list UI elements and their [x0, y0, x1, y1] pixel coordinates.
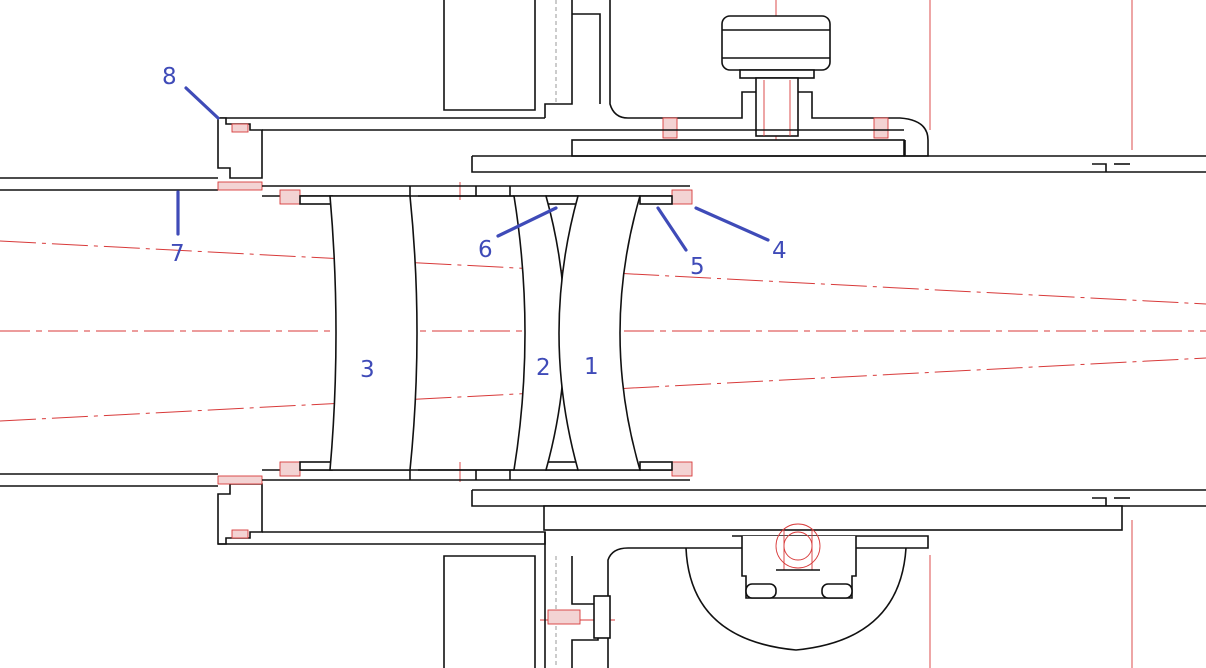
- lens-1: [558, 195, 642, 471]
- leader-4: [694, 206, 770, 242]
- lower-mount: [218, 505, 1123, 668]
- callout-4: 4: [772, 238, 787, 264]
- left-flange-bottom: [217, 483, 263, 545]
- lens-3: [329, 195, 418, 471]
- callout-8: 8: [162, 64, 177, 90]
- callout-2: 2: [536, 355, 551, 381]
- leader-5: [656, 206, 688, 252]
- callout-leaders: [176, 86, 770, 252]
- upper-mount: [443, 0, 929, 157]
- callout-labels: 1 2 3 4 5 6 7 8: [162, 64, 787, 383]
- callout-1: 1: [584, 354, 599, 380]
- adjustment-knob: [721, 15, 831, 71]
- left-tube: [0, 177, 263, 487]
- callout-3: 3: [360, 357, 375, 383]
- callout-5: 5: [690, 254, 705, 280]
- left-flange-top: [217, 117, 263, 179]
- callout-7: 7: [170, 241, 185, 267]
- callout-6: 6: [478, 237, 493, 263]
- lens-2: [513, 195, 566, 471]
- leader-6: [496, 206, 558, 238]
- leader-8: [184, 86, 220, 120]
